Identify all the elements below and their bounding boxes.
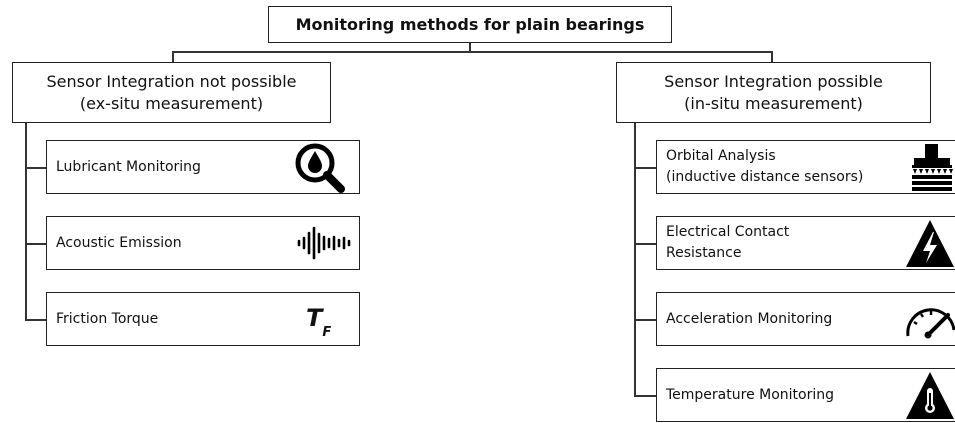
left-category-line1: Sensor Integration not possible [46,71,297,91]
right-category-box: Sensor Integration possible (in-situ mea… [616,62,931,123]
method-label-line1: Orbital Analysis [666,148,776,164]
right-tree-trunk [634,123,636,396]
method-temperature-monitoring: Temperature Monitoring [656,368,955,422]
torque-symbol-icon: TF [306,304,331,340]
diagram-title: Monitoring methods for plain bearings [268,6,672,43]
method-label: Acoustic Emission [56,234,182,251]
left-branch-3 [25,319,46,321]
speedometer-icon [906,308,955,339]
left-branch-1 [25,167,46,169]
method-electrical-contact-resistance: Electrical Contact Resistance [656,216,955,270]
magnifier-drop-icon [295,143,345,193]
left-connector-drop [172,51,174,62]
right-branch-1 [634,167,656,169]
method-label: Lubricant Monitoring [56,158,201,175]
bearing-sensor-icon [912,144,953,191]
right-branch-2 [634,243,656,245]
thermometer-warning-icon [906,372,954,419]
method-acceleration-monitoring: Acceleration Monitoring [656,292,955,346]
method-label: Friction Torque [56,310,159,327]
title-connector-bar [172,51,772,53]
method-label-line2: (inductive distance sensors) [666,169,864,185]
method-label-line1: Electrical Contact [666,224,790,240]
right-connector-drop [771,51,773,62]
method-label: Acceleration Monitoring [666,310,833,327]
method-friction-torque: Friction Torque [46,292,360,346]
left-category-box: Sensor Integration not possible (ex-situ… [12,62,331,123]
method-acoustic-emission: Acoustic Emission [46,216,360,270]
right-branch-4 [634,395,656,397]
torque-symbol: T [306,304,323,332]
left-tree-trunk [25,123,27,320]
right-category-line2: (in-situ measurement) [684,93,863,113]
method-label: Temperature Monitoring [666,386,834,403]
torque-subscript: F [322,324,332,340]
left-branch-2 [25,243,46,245]
sound-wave-icon [297,226,351,260]
right-branch-3 [634,319,656,321]
high-voltage-warning-icon [906,220,954,267]
method-orbital-analysis: Orbital Analysis (inductive distance sen… [656,140,955,194]
right-category-line1: Sensor Integration possible [664,71,883,91]
title-connector-stem [469,43,471,52]
left-category-line2: (ex-situ measurement) [79,93,264,113]
method-label-line2: Resistance [666,245,742,261]
